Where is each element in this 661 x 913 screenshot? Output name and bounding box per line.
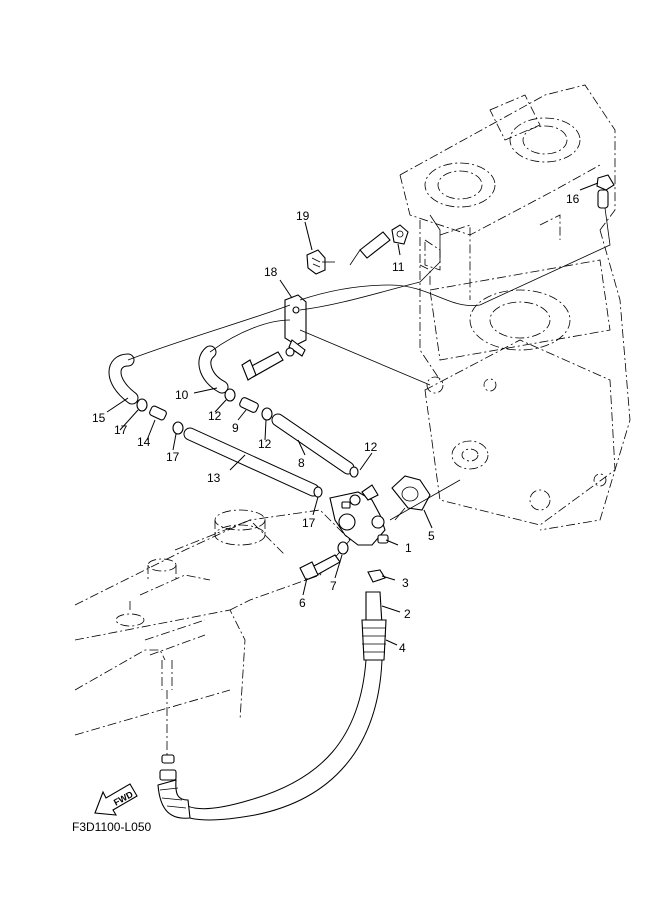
label-part-3: 3 <box>402 576 409 590</box>
part-1-fuel-cock <box>329 484 389 546</box>
part-11-clamp <box>391 224 409 245</box>
engine-outline <box>399 84 631 531</box>
label-part-11: 11 <box>392 260 405 274</box>
label-part-12-c: 12 <box>364 440 378 454</box>
part-13-hose <box>183 427 320 497</box>
bracket-bolt <box>241 347 295 381</box>
part-15-hose <box>108 353 139 405</box>
part-16-clamp <box>596 174 615 191</box>
fuel-tank-outline <box>74 509 351 760</box>
label-part-9: 9 <box>232 421 239 435</box>
label-part-7: 7 <box>330 579 337 593</box>
part-14-joint <box>149 405 167 421</box>
part-5-gasket <box>391 475 431 511</box>
part-12-clamp-a <box>224 388 236 402</box>
figure-code: F3D1100-L050 <box>72 820 152 834</box>
label-part-6: 6 <box>299 596 306 610</box>
routing-lines <box>127 207 611 521</box>
label-part-4: 4 <box>399 641 406 655</box>
label-part-15: 15 <box>92 411 106 425</box>
label-part-1: 1 <box>405 541 412 555</box>
part-19-clip <box>306 249 326 275</box>
label-part-17-a: 17 <box>114 423 128 437</box>
short-hose-11 <box>359 231 391 259</box>
part-10-hose <box>198 345 229 394</box>
label-part-17-c: 17 <box>302 516 316 530</box>
leader-lines <box>106 182 599 646</box>
fuel-line <box>171 659 367 810</box>
part-7-washer <box>337 541 349 555</box>
label-part-5: 5 <box>428 529 435 543</box>
part-12-clamp-c <box>349 466 359 478</box>
label-part-10: 10 <box>175 388 189 402</box>
lower-protector <box>157 754 191 819</box>
label-part-12-b: 12 <box>258 437 272 451</box>
label-part-12-a: 12 <box>208 409 222 423</box>
part-3-clip <box>367 569 386 583</box>
part-17-clamp-c <box>313 486 323 498</box>
part-8-hose <box>271 413 355 475</box>
part-9-joint <box>239 397 259 413</box>
label-part-17-b: 17 <box>166 450 180 464</box>
part-6-bolt <box>299 554 341 581</box>
part-12-clamp-b <box>261 407 273 421</box>
part-4-protector <box>361 619 387 661</box>
short-hose-16 <box>597 189 609 209</box>
part-number-labels: 1 2 3 4 5 6 7 8 9 10 11 12 12 12 13 14 1… <box>92 192 580 655</box>
part-17-clamp-a <box>136 398 148 412</box>
label-part-18: 18 <box>264 265 278 279</box>
fuel-line-outer <box>164 659 383 821</box>
fwd-arrow-icon: FWD <box>94 783 138 816</box>
label-part-19: 19 <box>296 209 310 223</box>
label-part-13: 13 <box>207 471 221 485</box>
label-part-16: 16 <box>566 192 580 206</box>
label-part-2: 2 <box>404 607 411 621</box>
part-18-bracket <box>284 294 307 357</box>
label-part-8: 8 <box>298 456 305 470</box>
label-part-14: 14 <box>137 435 151 449</box>
part-17-clamp-b <box>172 421 184 435</box>
